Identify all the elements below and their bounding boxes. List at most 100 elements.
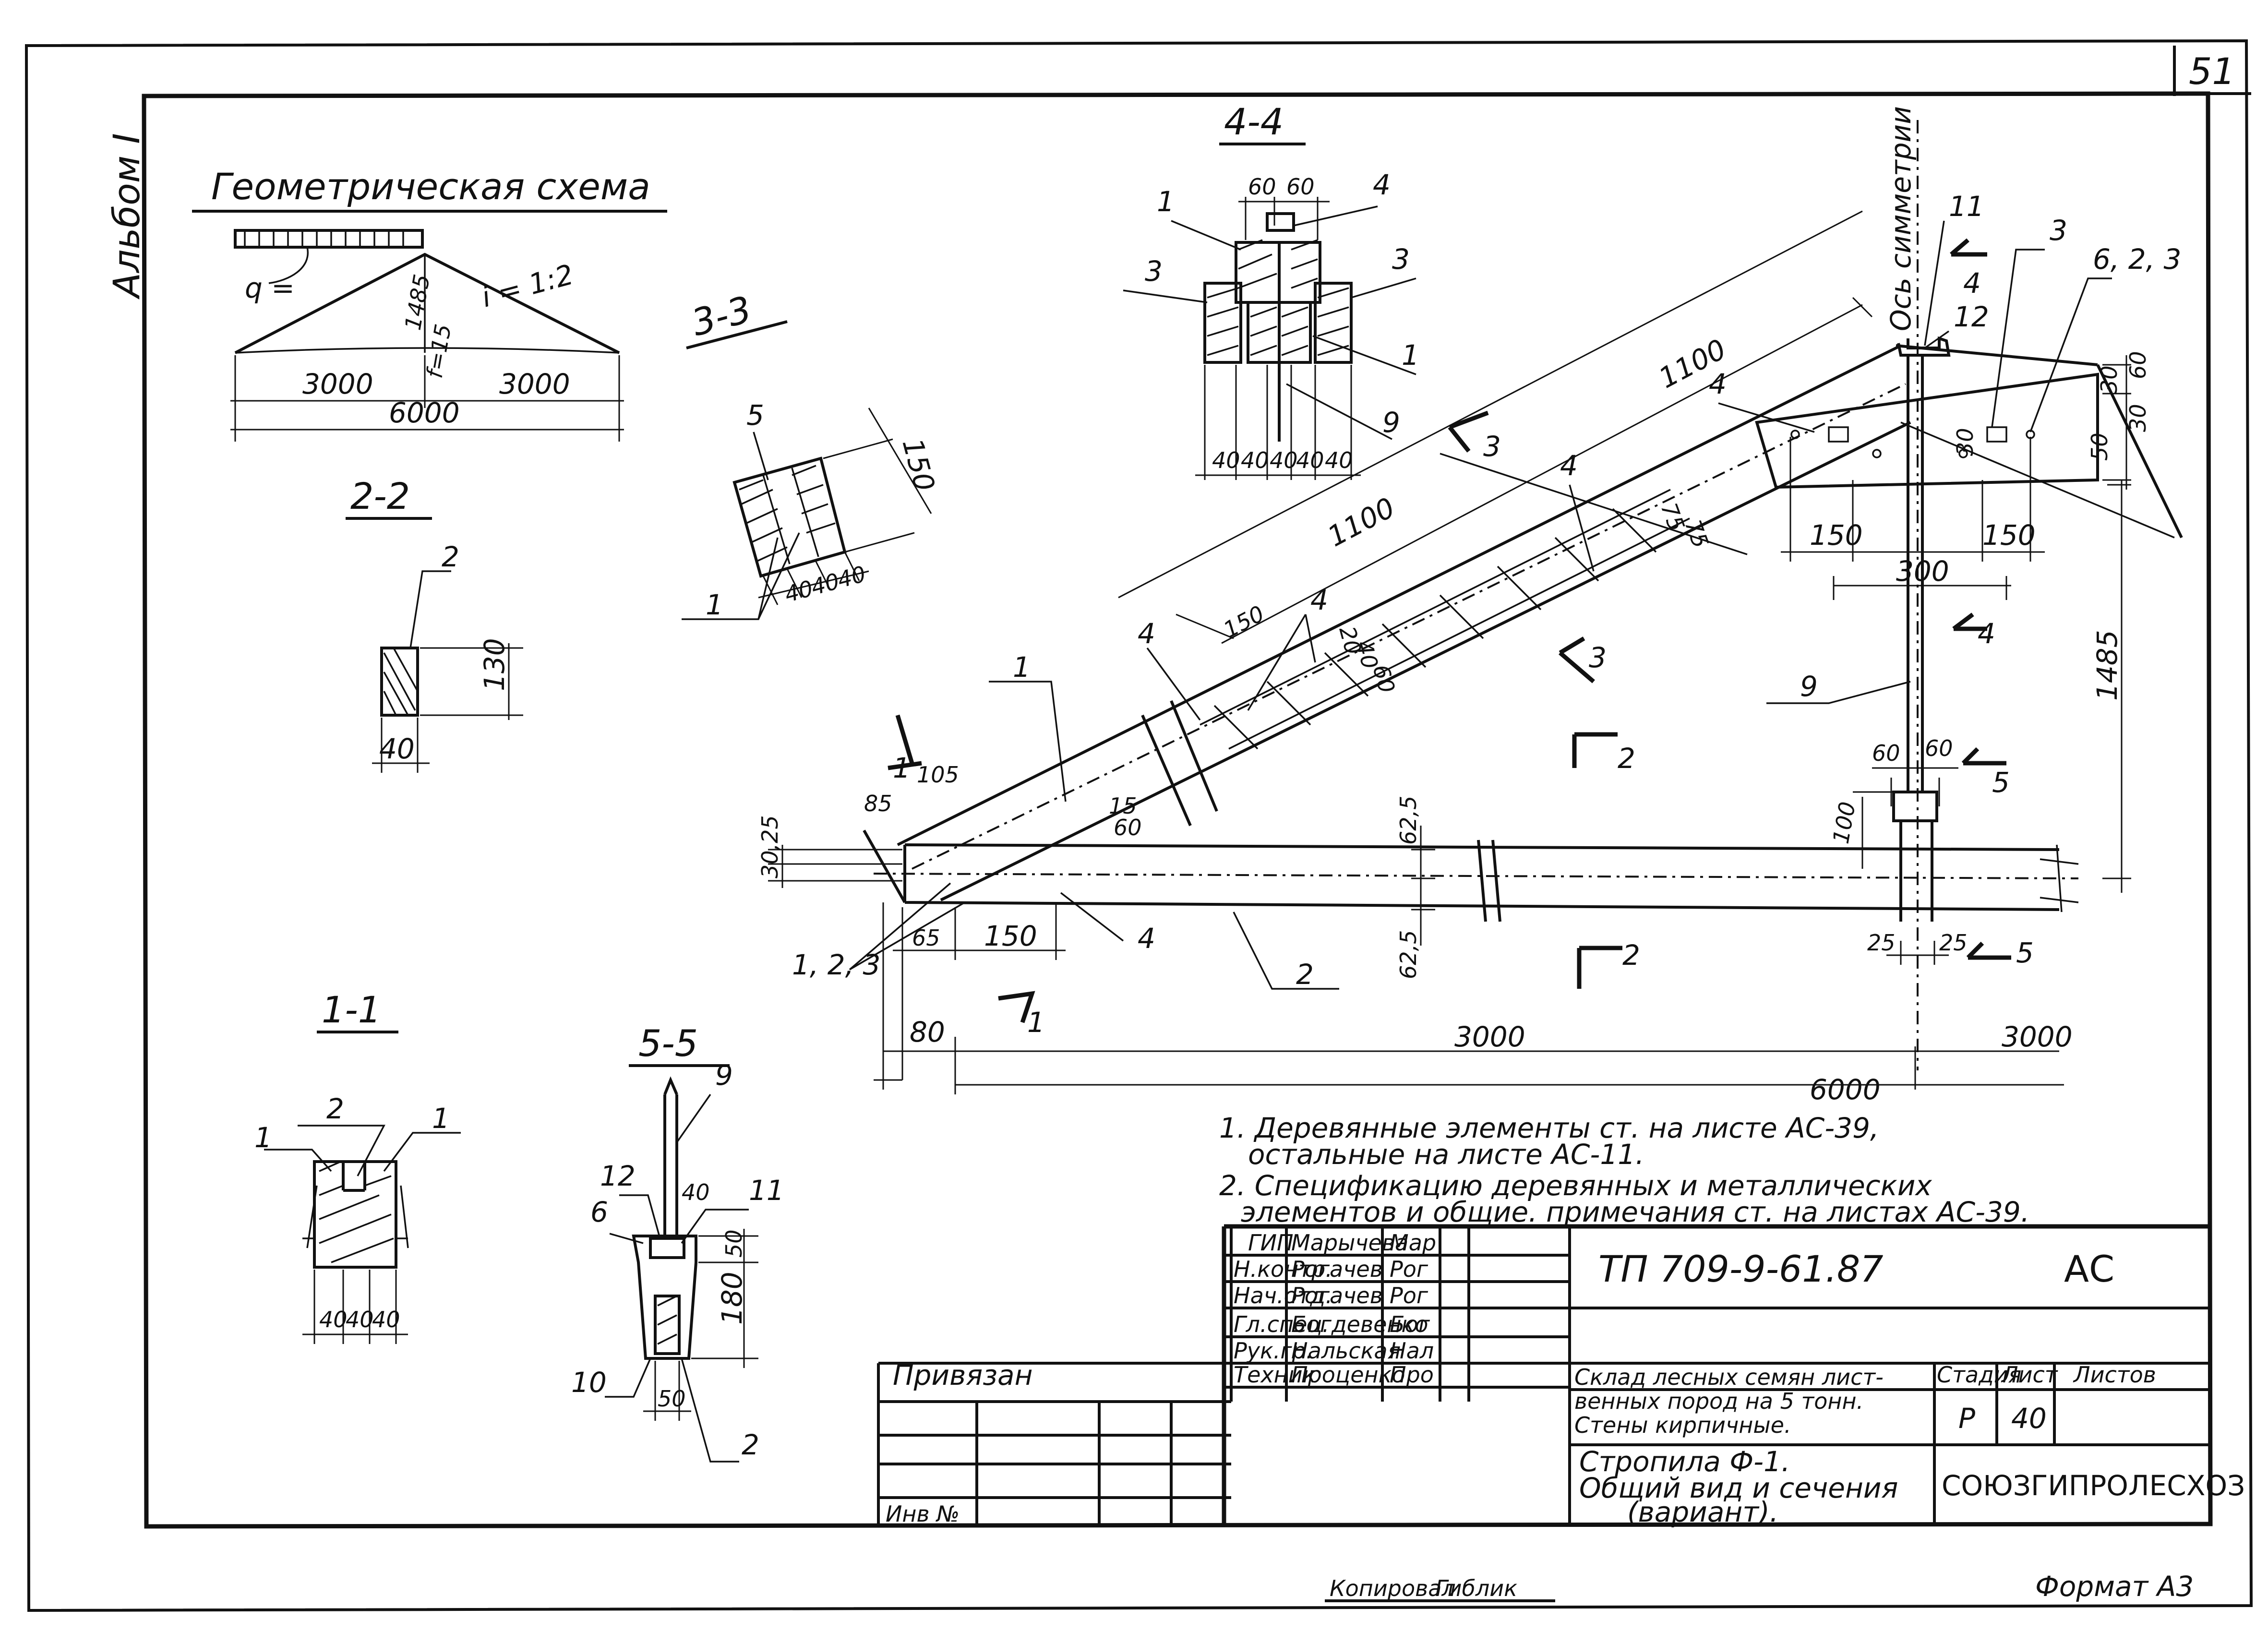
s11-b2: 40 xyxy=(346,1307,374,1332)
mv-m4b: 4 xyxy=(1978,617,1995,650)
tb-project-3: Стены кирпичные. xyxy=(1574,1412,1791,1438)
signer-sign-1: Рог xyxy=(1390,1256,1428,1282)
signer-name-2: Рогачев xyxy=(1291,1283,1383,1308)
mv-d25b: 25 xyxy=(1939,930,1968,956)
page-number: 51 xyxy=(2189,50,2235,93)
mv-d100: 100 xyxy=(1828,800,1860,846)
s33-h: 150 xyxy=(896,435,941,495)
tb-sheet-h: Лист xyxy=(2001,1362,2058,1388)
tb-project-1: Склад лесных семян лист- xyxy=(1574,1364,1884,1390)
s11-b3: 40 xyxy=(372,1307,400,1332)
mv-m2a: 2 xyxy=(1618,742,1635,775)
s55-m6: 6 xyxy=(590,1196,608,1228)
s33-mark5: 5 xyxy=(746,399,764,432)
mv-d15: 15 xyxy=(1109,793,1137,819)
signer-sign-5: Про xyxy=(1390,1362,1434,1388)
s22-w: 40 xyxy=(379,732,415,765)
tb-doc-code: ТП 709-9-61.87 xyxy=(1598,1248,1884,1290)
tb-drawing-1: Стропила Ф-1. xyxy=(1579,1445,1790,1478)
tb-drawing-3: (вариант). xyxy=(1627,1496,1778,1528)
mv-d3000b: 3000 xyxy=(2002,1020,2073,1053)
mv-d6000: 6000 xyxy=(1810,1073,1881,1106)
s44-m3l: 3 xyxy=(1145,255,1163,288)
mv-m3a: 3 xyxy=(1483,430,1501,463)
s44-m4: 4 xyxy=(1373,168,1391,201)
s44-b4: 40 xyxy=(1296,447,1324,473)
mv-m1c: 1 xyxy=(1013,651,1031,684)
mv-d150a: 150 xyxy=(1810,519,1863,552)
s11-m2: 2 xyxy=(326,1092,344,1125)
mv-m3b: 3 xyxy=(1589,641,1607,674)
format-label: Формат А3 xyxy=(2035,1570,2194,1603)
mv-d1100b: 1100 xyxy=(1322,491,1400,553)
signer-role-5: Техник xyxy=(1234,1362,1316,1388)
signer-sign-3: Бог xyxy=(1390,1311,1430,1337)
inner-frame xyxy=(142,91,2213,1529)
mv-d60b: 60 xyxy=(1368,662,1400,696)
signer-name-1: Рогачев xyxy=(1291,1256,1383,1282)
s11-m1l: 1 xyxy=(254,1121,272,1154)
section-4-4: 4-4 60 60 1 4 3 3 1 9 40 40 40 40 40 xyxy=(1123,100,1419,480)
section-5-5: 5-5 9 12 6 40 11 50 180 10 50 2 xyxy=(571,1022,784,1463)
mv-d50: 50 xyxy=(2087,432,2112,461)
s44-title: 4-4 xyxy=(1224,100,1284,143)
s22-h: 130 xyxy=(478,638,511,691)
mv-m11: 11 xyxy=(1949,190,1984,223)
mv-m5a: 5 xyxy=(1992,766,2010,799)
page-number-box xyxy=(2173,46,2251,96)
geometric-scheme: Геометрическая схема q = 1485 i = 1:2 f=… xyxy=(192,165,667,442)
mv-m4top: 4 xyxy=(1963,267,1981,300)
tb-tied: Привязан xyxy=(893,1359,1033,1392)
mv-d62-5b: 62,5 xyxy=(1395,930,1421,979)
s55-m2: 2 xyxy=(742,1428,759,1461)
tb-stage-h: Стадия xyxy=(1937,1362,2021,1388)
album-label: Альбом I xyxy=(105,133,148,300)
mv-m2c: 2 xyxy=(1296,958,1314,991)
section-2-2: 2-2 2 130 40 xyxy=(346,475,523,773)
geo-scheme-title: Геометрическая схема xyxy=(211,165,650,208)
tb-mark: АС xyxy=(2064,1248,2114,1290)
note-2a: 2. Спецификацию деревянных и металлическ… xyxy=(1219,1169,1932,1202)
signer-name-5: Проценко xyxy=(1291,1362,1405,1388)
s33-d3: 40 xyxy=(835,561,869,593)
mv-d65: 65 xyxy=(912,925,940,951)
mv-m4e: 4 xyxy=(1310,584,1328,616)
s44-top1: 60 xyxy=(1248,174,1276,200)
mv-m1b: 1 xyxy=(1027,1006,1045,1039)
mv-m123: 1, 2, 3 xyxy=(792,948,880,981)
s11-b1: 40 xyxy=(319,1307,348,1332)
s55-title: 5-5 xyxy=(638,1022,698,1065)
s33-title: 3-3 xyxy=(687,288,756,344)
s55-d180: 180 xyxy=(716,1272,748,1325)
tb-inv: Инв № xyxy=(886,1501,960,1527)
mv-d60d: 60 xyxy=(1872,740,1900,766)
signer-name-3: Богдевенко xyxy=(1291,1311,1428,1337)
s44-m1: 1 xyxy=(1157,185,1175,218)
geo-span-left: 3000 xyxy=(302,368,373,400)
s55-m12: 12 xyxy=(600,1160,636,1192)
mv-d30-25: 30,25 xyxy=(757,815,783,878)
mv-d1485: 1485 xyxy=(2091,630,2124,701)
s11-m1r: 1 xyxy=(432,1102,450,1135)
tb-sheet: 40 xyxy=(2011,1402,2047,1435)
section-1-1: 1-1 1 2 1 40 40 40 xyxy=(254,988,461,1344)
main-view: Ось симметрии 3 3 4 4 2 2 5 5 1 1 xyxy=(757,106,2183,1106)
note-1a: 1. Деревянные элементы ст. на листе АС-3… xyxy=(1219,1112,1879,1144)
mv-d30b: 30 xyxy=(2125,404,2151,432)
mv-m4c: 4 xyxy=(1560,449,1578,482)
mv-d25a: 25 xyxy=(1867,930,1896,956)
mv-d150c: 150 xyxy=(1219,600,1269,643)
signer-role-0: ГИП xyxy=(1248,1230,1294,1256)
geo-camber: f=15 xyxy=(421,322,456,380)
mv-d60e: 60 xyxy=(1925,735,1953,761)
signer-name-4: Нальская xyxy=(1291,1338,1401,1364)
signer-sign-4: Нал xyxy=(1390,1338,1434,1364)
s44-m3r: 3 xyxy=(1392,243,1410,276)
s44-b3: 40 xyxy=(1270,447,1298,473)
s44-m1b: 1 xyxy=(1402,339,1419,372)
s55-d50: 50 xyxy=(721,1229,747,1258)
signer-role-3: Гл.спец. xyxy=(1234,1311,1329,1337)
s44-b1: 40 xyxy=(1212,447,1240,473)
mv-d150b: 150 xyxy=(1982,519,2036,552)
s22-title: 2-2 xyxy=(350,475,410,517)
